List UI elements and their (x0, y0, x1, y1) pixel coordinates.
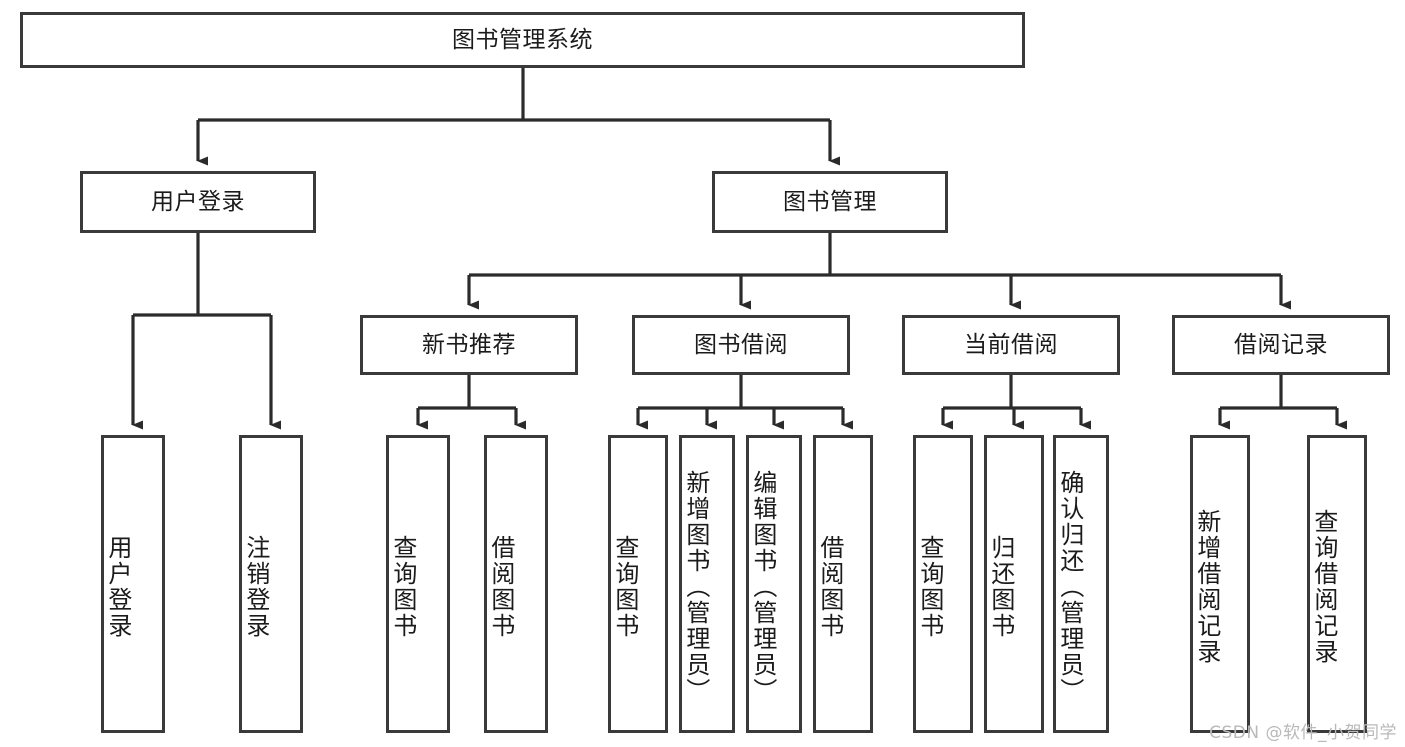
node-leaf-borrow-book-rec[interactable]: 借阅图书 (484, 435, 548, 733)
node-current-borrow[interactable]: 当前借阅 (902, 315, 1120, 375)
node-leaf-add-book-label: 新增图书（管理员） (681, 470, 710, 704)
node-leaf-confirm-return[interactable]: 确认归还（管理员） (1053, 435, 1109, 733)
node-leaf-edit-book-label: 编辑图书（管理员） (748, 470, 777, 704)
node-leaf-query-book-cur[interactable]: 查询图书 (913, 435, 973, 733)
node-leaf-confirm-return-label: 确认归还（管理员） (1055, 470, 1084, 704)
node-leaf-query-book-borrow[interactable]: 查询图书 (608, 435, 668, 733)
node-leaf-query-record[interactable]: 查询借阅记录 (1307, 435, 1367, 733)
node-book-manage[interactable]: 图书管理 (712, 171, 948, 233)
node-leaf-borrow-book-label: 借阅图书 (815, 535, 844, 639)
node-leaf-add-record[interactable]: 新增借阅记录 (1190, 435, 1250, 733)
node-new-book-rec-label: 新书推荐 (422, 331, 516, 358)
node-book-borrow-label: 图书借阅 (694, 331, 788, 358)
node-book-borrow[interactable]: 图书借阅 (632, 315, 850, 375)
node-leaf-edit-book[interactable]: 编辑图书（管理员） (746, 435, 802, 733)
node-user-login-label: 用户登录 (151, 188, 245, 215)
node-leaf-user-logout[interactable]: 注销登录 (239, 435, 303, 733)
node-leaf-query-book-cur-label: 查询图书 (915, 535, 944, 639)
node-leaf-borrow-book-rec-label: 借阅图书 (486, 535, 515, 639)
csdn-watermark: CSDN @软件_小贺同学 (1209, 723, 1397, 743)
node-new-book-rec[interactable]: 新书推荐 (360, 315, 578, 375)
node-leaf-query-book-rec-label: 查询图书 (388, 535, 417, 639)
node-current-borrow-label: 当前借阅 (964, 331, 1058, 358)
node-root[interactable]: 图书管理系统 (20, 12, 1025, 68)
node-borrow-record[interactable]: 借阅记录 (1172, 315, 1390, 375)
node-leaf-borrow-book[interactable]: 借阅图书 (813, 435, 873, 733)
node-leaf-query-record-label: 查询借阅记录 (1309, 509, 1338, 665)
node-leaf-add-book[interactable]: 新增图书（管理员） (679, 435, 735, 733)
node-leaf-return-book-label: 归还图书 (986, 535, 1015, 639)
node-user-login[interactable]: 用户登录 (80, 171, 316, 233)
node-leaf-query-book-rec[interactable]: 查询图书 (386, 435, 450, 733)
node-leaf-add-record-label: 新增借阅记录 (1192, 509, 1221, 665)
node-leaf-user-login[interactable]: 用户登录 (101, 435, 165, 733)
node-leaf-query-book-borrow-label: 查询图书 (610, 535, 639, 639)
node-leaf-user-login-label: 用户登录 (103, 535, 132, 639)
node-leaf-return-book[interactable]: 归还图书 (984, 435, 1044, 733)
node-book-manage-label: 图书管理 (783, 188, 877, 215)
node-borrow-record-label: 借阅记录 (1234, 331, 1328, 358)
node-root-label: 图书管理系统 (452, 26, 593, 53)
node-leaf-user-logout-label: 注销登录 (241, 535, 270, 639)
